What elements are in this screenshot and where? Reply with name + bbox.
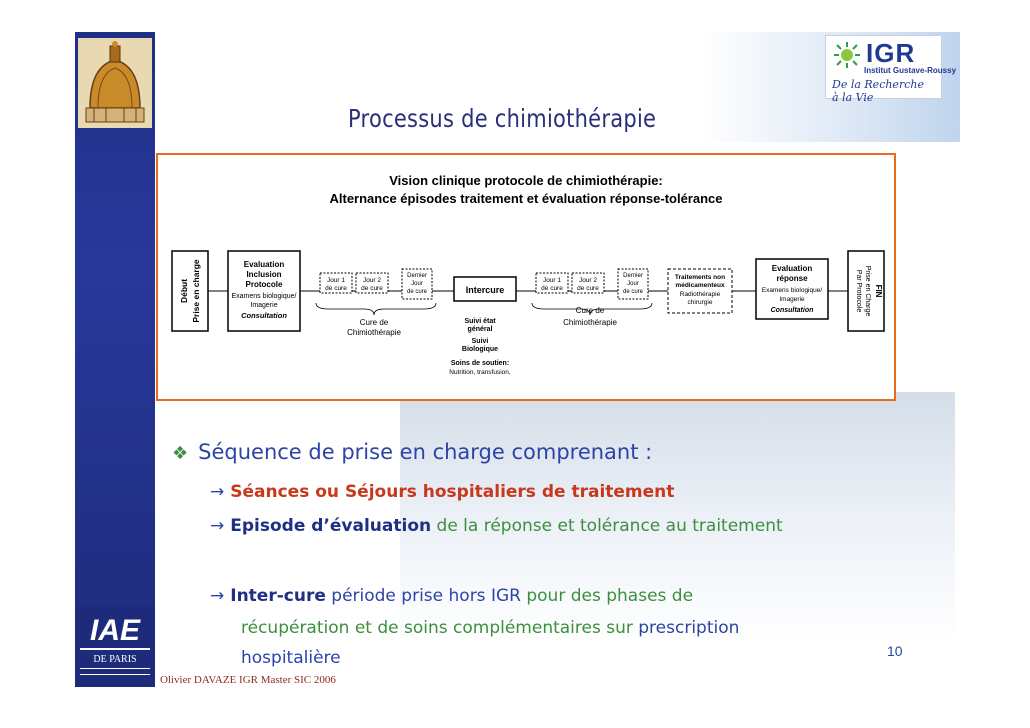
traitements-line-4: chirurgie [688, 299, 713, 306]
background-photo [400, 392, 955, 642]
jour1-b-line-1: Jour 1 [543, 277, 561, 284]
intercure-bold: Inter-cure [230, 586, 326, 606]
igr-sun-icon [834, 42, 860, 68]
soins-detail: Nutrition, transfusion, [449, 369, 511, 376]
traitements-line-1: Traitements non [675, 274, 725, 281]
evaluation-rest: de la réponse et tolérance au traitement [431, 516, 783, 536]
traitements-line-2: médicamenteux [675, 282, 725, 289]
cure-b-line-1: Cure de [576, 306, 605, 315]
intercure-note-1: Suivi état [464, 318, 496, 325]
eval-reponse-sub-2: Imagerie [779, 296, 805, 303]
cure-brace-b [531, 302, 653, 316]
jour1-box-b: Jour 1 de cure [535, 272, 569, 294]
end-label-2: Prise en Charge [864, 266, 871, 317]
dernier-b-line-2: Jour [627, 281, 639, 287]
process-diagram: Vision clinique protocole de chimiothéra… [156, 153, 896, 401]
eval-reponse-consultation: Consultation [771, 307, 814, 314]
sub-item-evaluation: →Episode d’évaluation de la réponse et t… [210, 516, 783, 536]
intercure-note-4: Biologique [462, 346, 498, 353]
igr-logo: IGR Institut Gustave-Roussy [825, 35, 956, 99]
jour1-box-a: Jour 1 de cure [319, 272, 353, 294]
recuperation-text: récupération et de soins complémentaires… [241, 618, 639, 638]
cure-brace-a [315, 302, 437, 316]
eval-inclusion-line-2: Inclusion [246, 270, 281, 279]
sub-item-intercure-line3: hospitalière [241, 648, 341, 668]
eval-inclusion-line-3: Protocole [246, 280, 283, 289]
iae-logo-text: IAE [90, 614, 141, 647]
dernier-a-line-3: de cure [407, 289, 428, 295]
start-label-1: Début [179, 279, 189, 303]
cure-a-line-1: Cure de [360, 318, 389, 327]
bullet-main: ❖ Séquence de prise en charge comprenant … [172, 440, 652, 464]
dernier-b-line-1: Dernier [623, 273, 643, 279]
diamond-bullet-icon: ❖ [172, 443, 189, 464]
iae-logo-subtitle: DE PARIS [93, 654, 136, 665]
traitements-line-3: Radiothérapie [680, 291, 721, 298]
end-label-1: FIN [874, 285, 883, 298]
intercure-igr: IGR [490, 586, 521, 606]
end-label-3: Par Protocole [855, 270, 862, 313]
diagram-heading-1: Vision clinique protocole de chimiothéra… [389, 173, 663, 188]
left-brand-band [75, 32, 155, 687]
arrow-icon: → [210, 482, 225, 502]
igr-tagline: De la Recherche à la Vie [832, 78, 924, 104]
jour2-box-a: Jour 2 de cure [355, 272, 389, 294]
intercure-label: Intercure [466, 285, 505, 295]
jour2-box-b: Jour 2 de cure [571, 272, 605, 294]
jour1-b-line-2: de cure [541, 285, 563, 292]
dernier-jour-box-a: Dernier Jour de cure [401, 268, 433, 300]
eval-inclusion-sub-1: Examens biologique/ [232, 293, 297, 300]
hospitaliere-text: hospitalière [241, 648, 341, 668]
evaluation-bold: Episode d’évaluation [230, 516, 432, 536]
footer-author: Olivier DAVAZE IGR Master SIC 2006 [160, 674, 336, 686]
end-box: FIN Prise en Charge Par Protocole [847, 250, 885, 332]
eval-reponse-line-1: Evaluation [772, 264, 813, 273]
intercure-note-3: Suivi [472, 338, 489, 345]
eval-reponse-line-2: réponse [776, 274, 808, 283]
eval-inclusion-consultation: Consultation [241, 311, 287, 320]
soins-title: Soins de soutien: [451, 360, 509, 367]
dernier-a-line-2: Jour [411, 281, 423, 287]
sub-item-intercure-line2: récupération et de soins complémentaires… [241, 618, 739, 638]
evaluation-reponse-box: Evaluation réponse Examens biologique/ I… [755, 258, 829, 320]
evaluation-inclusion-box: Evaluation Inclusion Protocole Examens b… [227, 250, 301, 332]
eval-inclusion-line-1: Evaluation [244, 260, 285, 269]
igr-logo-subtitle: Institut Gustave-Roussy [864, 66, 957, 75]
dome-logo-icon [78, 38, 152, 128]
jour2-b-line-2: de cure [577, 285, 599, 292]
jour1-a-line-1: Jour 1 [327, 277, 345, 284]
start-box: Début Prise en charge [171, 250, 209, 332]
sub-item-intercure: →Inter-cure période prise hors IGR pour … [210, 586, 693, 606]
seances-text: Séances ou Séjours hospitaliers de trait… [230, 482, 675, 502]
prescription-text: prescription [638, 618, 740, 638]
eval-inclusion-sub-2: Imagerie [250, 302, 277, 309]
dernier-b-line-3: de cure [623, 289, 644, 295]
jour2-a-line-1: Jour 2 [363, 277, 381, 284]
start-label-2: Prise en charge [191, 259, 201, 323]
cure-b-line-2: Chimiothérapie [563, 318, 617, 327]
arrow-icon: → [210, 516, 225, 536]
page-number: 10 [887, 643, 903, 659]
dernier-jour-box-b: Dernier Jour de cure [617, 268, 649, 300]
intercure-text-a: période prise hors [325, 586, 491, 606]
intercure-note-2: général [468, 326, 493, 333]
igr-logo-text: IGR [866, 38, 916, 68]
arrow-icon: → [210, 586, 225, 606]
intercure-box: Intercure [453, 276, 517, 302]
jour2-b-line-1: Jour 2 [579, 277, 597, 284]
dernier-a-line-1: Dernier [407, 273, 427, 279]
cure-a-line-2: Chimiothérapie [347, 328, 401, 337]
iae-logo: IAE DE PARIS [76, 606, 154, 682]
traitements-box: Traitements non médicamenteux Radiothéra… [667, 268, 733, 314]
jour1-a-line-2: de cure [325, 285, 347, 292]
jour2-a-line-2: de cure [361, 285, 383, 292]
diagram-heading-2: Alternance épisodes traitement et évalua… [329, 191, 722, 206]
sub-item-seances: →Séances ou Séjours hospitaliers de trai… [210, 482, 674, 502]
bullet-main-text: Séquence de prise en charge comprenant : [198, 440, 653, 464]
slide-title: Processus de chimiothérapie [348, 104, 657, 133]
intercure-text-b: pour des phases de [520, 586, 694, 606]
eval-reponse-sub-1: Examens biologique/ [762, 287, 823, 294]
